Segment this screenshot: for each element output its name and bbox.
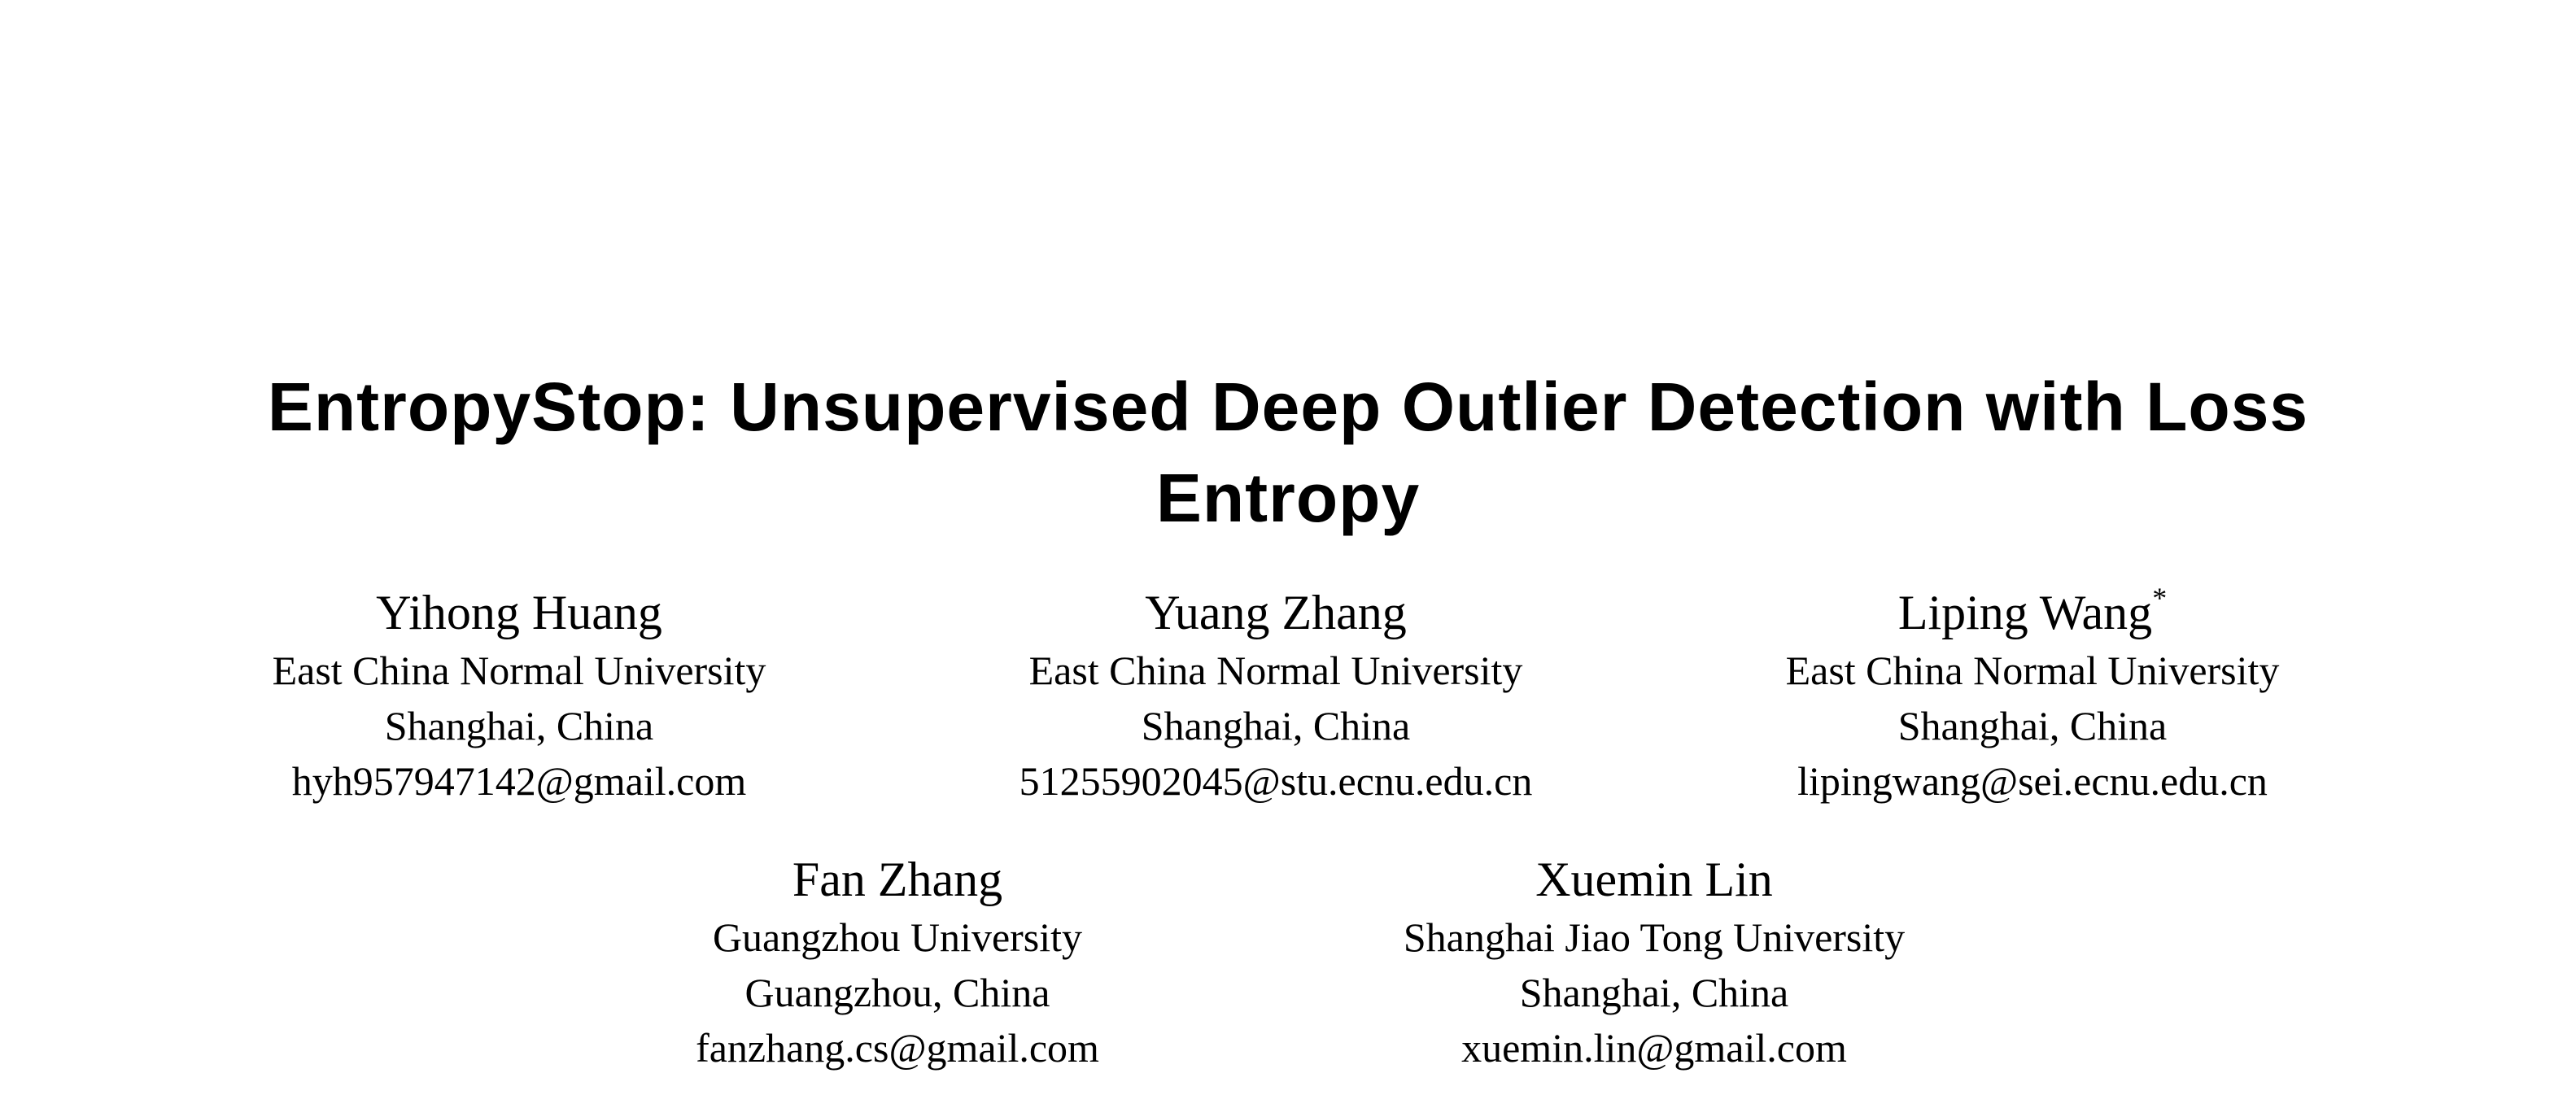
author-block-liping-wang: Liping Wang* East China Normal Universit… bbox=[1654, 582, 2411, 809]
author-name-text: Yihong Huang bbox=[376, 586, 662, 639]
author-name: Yuang Zhang bbox=[897, 582, 1654, 643]
author-email: hyh957947142@gmail.com bbox=[291, 758, 747, 804]
author-city: Shanghai, China bbox=[1897, 703, 2168, 748]
author-affiliation: Guangzhou University bbox=[712, 914, 1083, 960]
author-email: 51255902045@stu.ecnu.edu.cn bbox=[1019, 758, 1533, 804]
author-block-yuang-zhang: Yuang Zhang East China Normal University… bbox=[897, 582, 1654, 809]
author-affiliation: East China Normal University bbox=[272, 648, 766, 693]
author-name: Fan Zhang bbox=[519, 849, 1276, 910]
author-name-text: Yuang Zhang bbox=[1145, 586, 1407, 639]
author-name-text: Liping Wang bbox=[1897, 586, 2153, 639]
author-block-xuemin-lin: Xuemin Lin Shanghai Jiao Tong University… bbox=[1276, 849, 2032, 1075]
author-affiliation: East China Normal University bbox=[1785, 648, 2280, 693]
author-block-fan-zhang: Fan Zhang Guangzhou University Guangzhou… bbox=[519, 849, 1276, 1075]
authors-row-1: Yihong Huang East China Normal Universit… bbox=[0, 582, 2564, 809]
author-block-yihong-huang: Yihong Huang East China Normal Universit… bbox=[141, 582, 897, 809]
author-email: fanzhang.cs@gmail.com bbox=[696, 1025, 1099, 1071]
author-city: Shanghai, China bbox=[384, 703, 654, 748]
author-city: Guangzhou, China bbox=[744, 970, 1050, 1015]
authors-row-2: Fan Zhang Guangzhou University Guangzhou… bbox=[0, 849, 2564, 1075]
author-city: Shanghai, China bbox=[1141, 703, 1411, 748]
author-name: Xuemin Lin bbox=[1276, 849, 2032, 910]
author-city: Shanghai, China bbox=[1519, 970, 1789, 1015]
author-name: Yihong Huang bbox=[141, 582, 897, 643]
author-email: xuemin.lin@gmail.com bbox=[1461, 1025, 1847, 1071]
paper-title-line-1: EntropyStop: Unsupervised Deep Outlier D… bbox=[267, 369, 2309, 445]
author-name: Liping Wang* bbox=[1654, 582, 2411, 643]
author-email: lipingwang@sei.ecnu.edu.cn bbox=[1797, 758, 2268, 804]
paper-title: EntropyStop: Unsupervised Deep Outlier D… bbox=[0, 361, 2576, 543]
author-affiliation: East China Normal University bbox=[1028, 648, 1523, 693]
author-affiliation: Shanghai Jiao Tong University bbox=[1403, 914, 1906, 960]
author-name-text: Xuemin Lin bbox=[1535, 853, 1773, 906]
author-footnote-mark: * bbox=[2152, 582, 2168, 614]
author-name-text: Fan Zhang bbox=[792, 853, 1003, 906]
paper-title-line-2: Entropy bbox=[1155, 460, 1421, 536]
